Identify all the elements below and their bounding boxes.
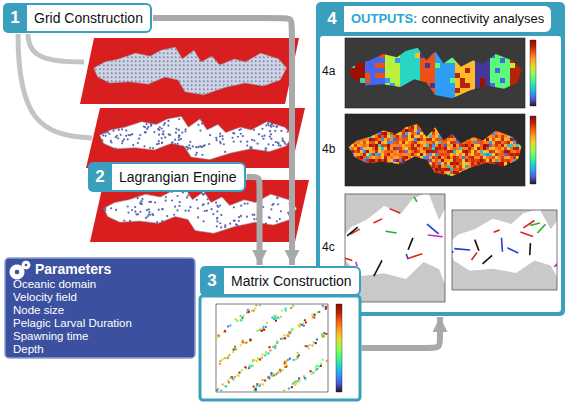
- colorbar: [530, 40, 536, 106]
- panel-label: 4a: [322, 64, 335, 78]
- step-number: 3: [200, 266, 224, 296]
- step-number: 1: [3, 3, 27, 33]
- parameter-item: Node size: [5, 304, 195, 317]
- panel-title: Parameters: [5, 258, 195, 278]
- grid-layer-map: [80, 38, 299, 104]
- connectivity-map: [438, 208, 568, 291]
- panel-label: 4b: [322, 142, 335, 156]
- matrix-panel-shape: [200, 296, 360, 400]
- connectivity-map: [345, 38, 525, 108]
- parameter-item: Oceanic domain: [5, 278, 195, 291]
- step-label: Lagrangian Engine: [112, 162, 246, 192]
- flow-arrow: [247, 177, 260, 265]
- panel-subheading: connectivity analyses: [421, 11, 544, 27]
- parameter-item: Pelagic Larval Duration: [5, 317, 195, 330]
- step-label: Matrix Construction: [224, 266, 361, 296]
- panel-label: 4c: [322, 240, 335, 254]
- matrix-plot: [216, 304, 342, 392]
- parameter-item: Depth: [5, 343, 195, 356]
- step-box: 3Matrix Construction: [200, 266, 361, 400]
- step-number: 4: [320, 4, 344, 34]
- flow-band: [28, 34, 84, 62]
- grid-layer-map: [86, 108, 305, 168]
- gear-icon: [22, 261, 31, 270]
- panel-heading: OUTPUTS:: [351, 11, 417, 27]
- step-number: 2: [88, 162, 112, 192]
- parameter-item: Spawning time: [5, 330, 195, 343]
- flow-arrow: [153, 18, 292, 265]
- colorbar: [530, 116, 536, 184]
- parameter-item: Velocity field: [5, 291, 195, 304]
- step-label: Grid Construction: [27, 3, 152, 33]
- connectivity-map: [345, 114, 525, 186]
- step-box: 2Lagrangian Engine: [88, 162, 246, 192]
- flow-arrow: [362, 317, 440, 348]
- parameters-panel-shape: [5, 258, 195, 358]
- parameters-box: ParametersOceanic domainVelocity fieldNo…: [5, 258, 195, 358]
- flow-band: [18, 34, 92, 138]
- step-box: 1Grid Construction: [3, 3, 152, 33]
